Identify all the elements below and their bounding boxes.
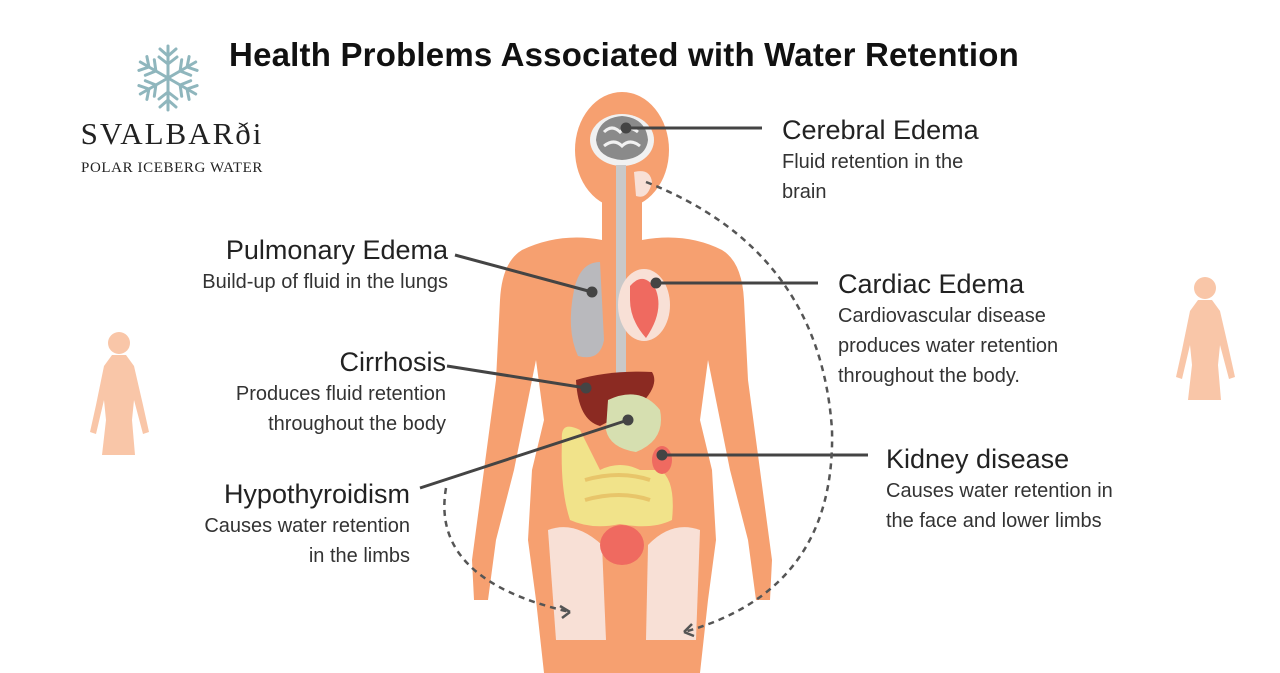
label-kidney-disease: Kidney disease Causes water retention in… bbox=[886, 443, 1216, 536]
leader-pulmonary bbox=[454, 253, 593, 294]
dashed-curve-right bbox=[645, 180, 834, 634]
small-silhouette-right bbox=[1176, 277, 1235, 400]
brain bbox=[590, 114, 654, 166]
page-title: Health Problems Associated with Water Re… bbox=[229, 36, 1019, 73]
label-cerebral-edema: Cerebral Edema Fluid retention in the br… bbox=[782, 114, 1082, 207]
pulmonary-desc: Build-up of fluid in the lungs bbox=[202, 271, 448, 293]
heart bbox=[630, 278, 659, 338]
snowflake-icon bbox=[134, 44, 202, 112]
hypothyroidism-desc: Causes water retention in the limbs bbox=[204, 515, 410, 567]
bladder bbox=[600, 525, 644, 565]
cerebral-desc: Fluid retention in the brain bbox=[782, 151, 964, 203]
cerebral-heading: Cerebral Edema bbox=[782, 115, 979, 145]
leader-cirrhosis bbox=[446, 364, 587, 390]
cirrhosis-heading: Cirrhosis bbox=[339, 347, 446, 377]
pulmonary-heading: Pulmonary Edema bbox=[225, 235, 448, 265]
brand-tagline: POLAR ICEBERG WATER bbox=[81, 160, 263, 176]
neck-swelling bbox=[634, 171, 652, 197]
cardiac-desc: Cardiovascular disease produces water re… bbox=[838, 305, 1059, 387]
brand-name: SVALBARði bbox=[80, 116, 264, 151]
hypothyroidism-heading: Hypothyroidism bbox=[223, 479, 410, 509]
label-cirrhosis: Cirrhosis Produces fluid retention throu… bbox=[140, 346, 446, 439]
leg-swelling bbox=[548, 527, 700, 640]
cardiac-heading: Cardiac Edema bbox=[838, 269, 1025, 299]
stomach bbox=[606, 394, 661, 452]
label-pulmonary-edema: Pulmonary Edema Build-up of fluid in the… bbox=[100, 234, 448, 297]
label-hypothyroidism: Hypothyroidism Causes water retention in… bbox=[110, 478, 410, 571]
cirrhosis-desc: Produces fluid retention throughout the … bbox=[235, 383, 446, 435]
lungs bbox=[570, 262, 604, 358]
small-silhouette-left bbox=[90, 332, 149, 455]
label-cardiac-edema: Cardiac Edema Cardiovascular disease pro… bbox=[838, 268, 1178, 391]
kidney-heading: Kidney disease bbox=[886, 444, 1070, 474]
leader-hypothyroidism bbox=[419, 418, 629, 490]
kidney-desc: Causes water retention in the face and l… bbox=[886, 480, 1113, 532]
